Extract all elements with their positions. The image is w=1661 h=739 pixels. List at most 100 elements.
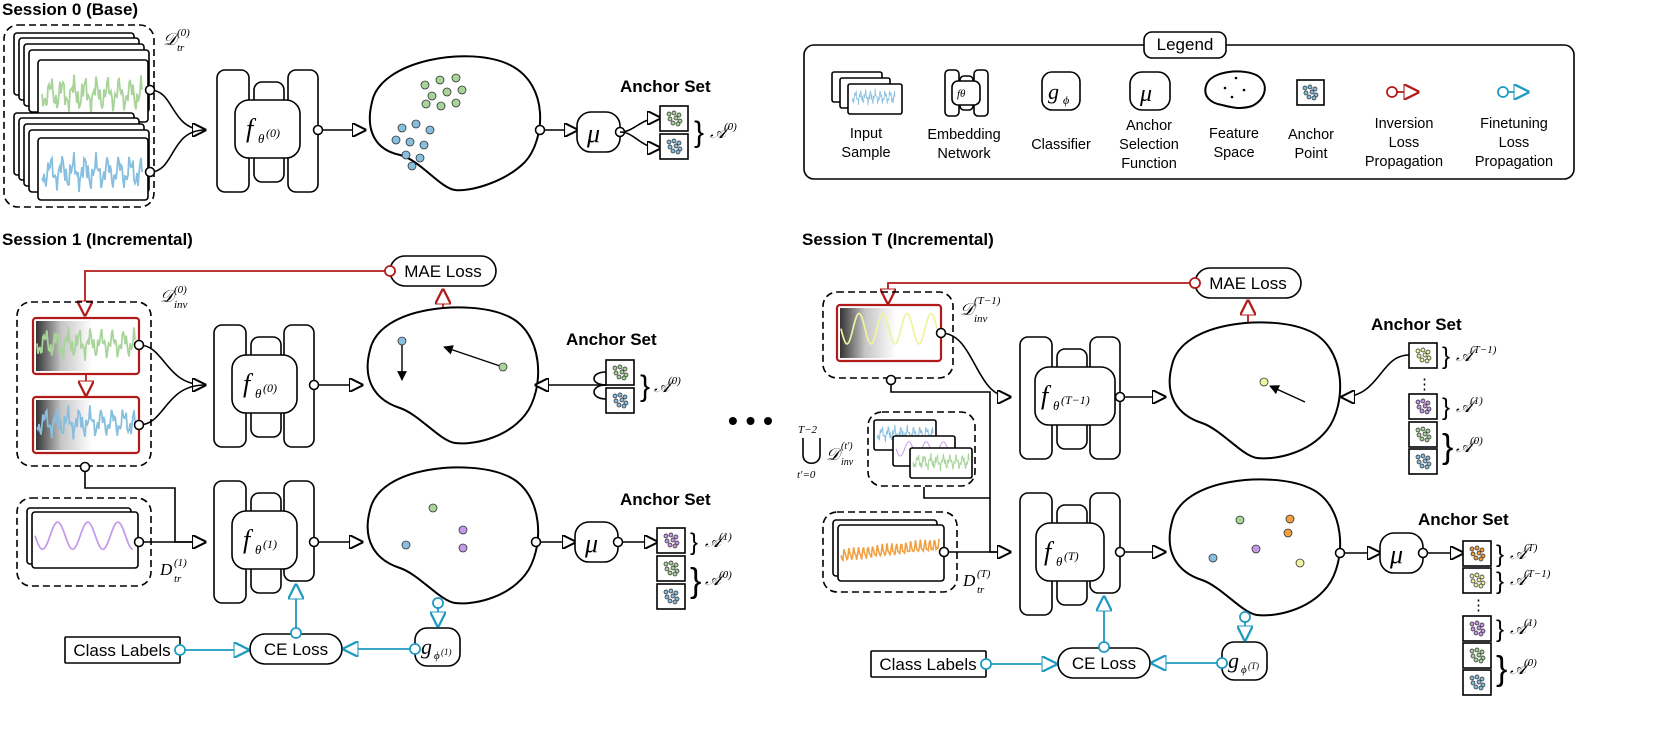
svg-text:𝒜: 𝒜 <box>1456 437 1477 456</box>
svg-text:T−2: T−2 <box>798 424 818 436</box>
green-feature-point <box>498 362 508 372</box>
svg-text:(0): (0) <box>266 126 280 140</box>
blue-anchor-point <box>666 138 683 155</box>
inverted-samples-session1 <box>16 301 152 467</box>
orange-anchor-point <box>1469 545 1486 562</box>
svg-text:𝒟: 𝒟 <box>960 300 977 319</box>
purple-anchor-point <box>1469 620 1486 637</box>
svg-text:(T−1): (T−1) <box>1524 568 1551 580</box>
svg-text:t′=0: t′=0 <box>797 469 816 481</box>
svg-text:f: f <box>246 114 257 143</box>
svg-text:Classifier: Classifier <box>1031 137 1091 153</box>
anchor-selection-icon: μ <box>1129 71 1171 111</box>
train-data-session1 <box>16 497 152 587</box>
green-feature-point <box>427 91 437 101</box>
feature-points-s1-train <box>401 503 468 553</box>
blue-anchor-point <box>1469 674 1486 691</box>
svg-text:θ: θ <box>1053 398 1060 413</box>
svg-text:(1): (1) <box>1470 395 1483 407</box>
svg-text:𝒜: 𝒜 <box>705 570 726 589</box>
embedding-network-sT-frozen: f θ (T−1) <box>1019 336 1121 460</box>
purple-anchor-point <box>1415 398 1432 415</box>
svg-text:f: f <box>243 525 254 554</box>
blue-feature-point <box>397 123 407 133</box>
embedding-network-s1-frozen: f θ (0) <box>213 324 315 448</box>
blue-feature-point <box>419 140 429 150</box>
purple-feature-point <box>1251 544 1261 554</box>
svg-text:Sample: Sample <box>841 145 890 161</box>
svg-text:}: } <box>1442 394 1450 421</box>
blue-feature-point <box>401 150 411 160</box>
svg-text:}: } <box>1496 541 1504 568</box>
embedding-network-session0: f θ (0) <box>216 69 319 193</box>
svg-text:D: D <box>159 560 173 579</box>
svg-text:⋮: ⋮ <box>1471 597 1486 614</box>
legend-icons: fθ g ϕ μ <box>831 69 1528 117</box>
orange-feature-point <box>1283 528 1293 538</box>
svg-text:Propagation: Propagation <box>1365 154 1443 170</box>
svg-text:(T): (T) <box>1064 549 1079 563</box>
svg-text:(0): (0) <box>263 381 277 395</box>
svg-text:}: } <box>1496 650 1507 688</box>
classifier-s1: g ϕ (1) <box>414 627 461 667</box>
svg-text:inv: inv <box>974 313 988 325</box>
green-feature-point <box>420 80 430 90</box>
anchor-set-label-sTa: Anchor Set <box>1371 315 1462 334</box>
classifier-icon: g ϕ <box>1041 71 1081 111</box>
green-anchor-point <box>666 110 683 127</box>
svg-text:θ: θ <box>258 131 265 146</box>
svg-text:Input: Input <box>850 126 882 142</box>
svg-text:𝒟: 𝒟 <box>163 30 180 49</box>
svg-text:Loss: Loss <box>1499 135 1530 151</box>
anchor-set-label-s0: Anchor Set <box>620 77 711 96</box>
blue-sample-stack <box>13 112 150 201</box>
embedding-network-s1-train: f θ (1) <box>213 480 315 604</box>
svg-text:𝒜: 𝒜 <box>1456 346 1477 365</box>
svg-text:Propagation: Propagation <box>1475 154 1553 170</box>
purple-feature-point <box>458 525 468 535</box>
blue-feature-point <box>405 137 415 147</box>
anchor-set-s1-input: } 𝒜 (0) <box>605 359 681 414</box>
svg-text:(0): (0) <box>177 27 190 39</box>
svg-text:}: } <box>1496 616 1504 643</box>
green-feature-point <box>428 503 438 513</box>
blue-anchor-point <box>612 392 629 409</box>
svg-text:𝒟: 𝒟 <box>826 445 843 464</box>
svg-text:}: } <box>694 116 704 149</box>
feature-space-icon <box>1204 70 1266 109</box>
blue-anchor-point <box>663 588 680 605</box>
feature-space-s1-train <box>366 466 540 605</box>
svg-text:}: } <box>690 529 698 556</box>
embedding-network-icon: fθ <box>944 69 989 117</box>
d-inv-T-1-label: 𝒟 (T−1) inv <box>960 295 1001 325</box>
feature-points-sT-inversion <box>1259 377 1269 387</box>
svg-text:tr: tr <box>977 584 985 596</box>
svg-text:(0): (0) <box>724 121 737 133</box>
svg-text:(0): (0) <box>1524 657 1537 669</box>
d-tr-T-label: D (T) tr <box>962 568 991 596</box>
svg-text:Class Labels: Class Labels <box>879 655 976 674</box>
class-labels-s1: Class Labels <box>64 636 181 664</box>
feature-space-sT-inversion <box>1168 321 1342 460</box>
svg-text:(T−1): (T−1) <box>974 295 1001 307</box>
ce-loss-sT: CE Loss <box>1057 647 1151 679</box>
anchor-selection-sT: μ <box>1379 532 1424 574</box>
svg-text:(1): (1) <box>719 531 732 543</box>
green-feature-point <box>451 98 461 108</box>
svg-text:Inversion: Inversion <box>1375 116 1434 132</box>
yellow-anchor-point <box>1415 347 1432 364</box>
svg-text:f: f <box>243 369 254 398</box>
blue-anchor-point <box>1302 84 1319 101</box>
svg-text:Space: Space <box>1213 145 1254 161</box>
purple-feature-point <box>458 543 468 553</box>
anchor-set-label-sTb: Anchor Set <box>1418 510 1509 529</box>
svg-text:}: } <box>1442 343 1450 370</box>
anchor-set-label-s1a: Anchor Set <box>566 330 657 349</box>
svg-text:Anchor: Anchor <box>1288 127 1334 143</box>
svg-text:ϕ: ϕ <box>1241 664 1247 676</box>
svg-text:Function: Function <box>1121 156 1177 172</box>
svg-text:(1): (1) <box>174 557 187 569</box>
svg-text:θ: θ <box>1056 554 1063 569</box>
svg-text:}: } <box>1442 428 1453 466</box>
svg-text:tr: tr <box>177 42 185 54</box>
